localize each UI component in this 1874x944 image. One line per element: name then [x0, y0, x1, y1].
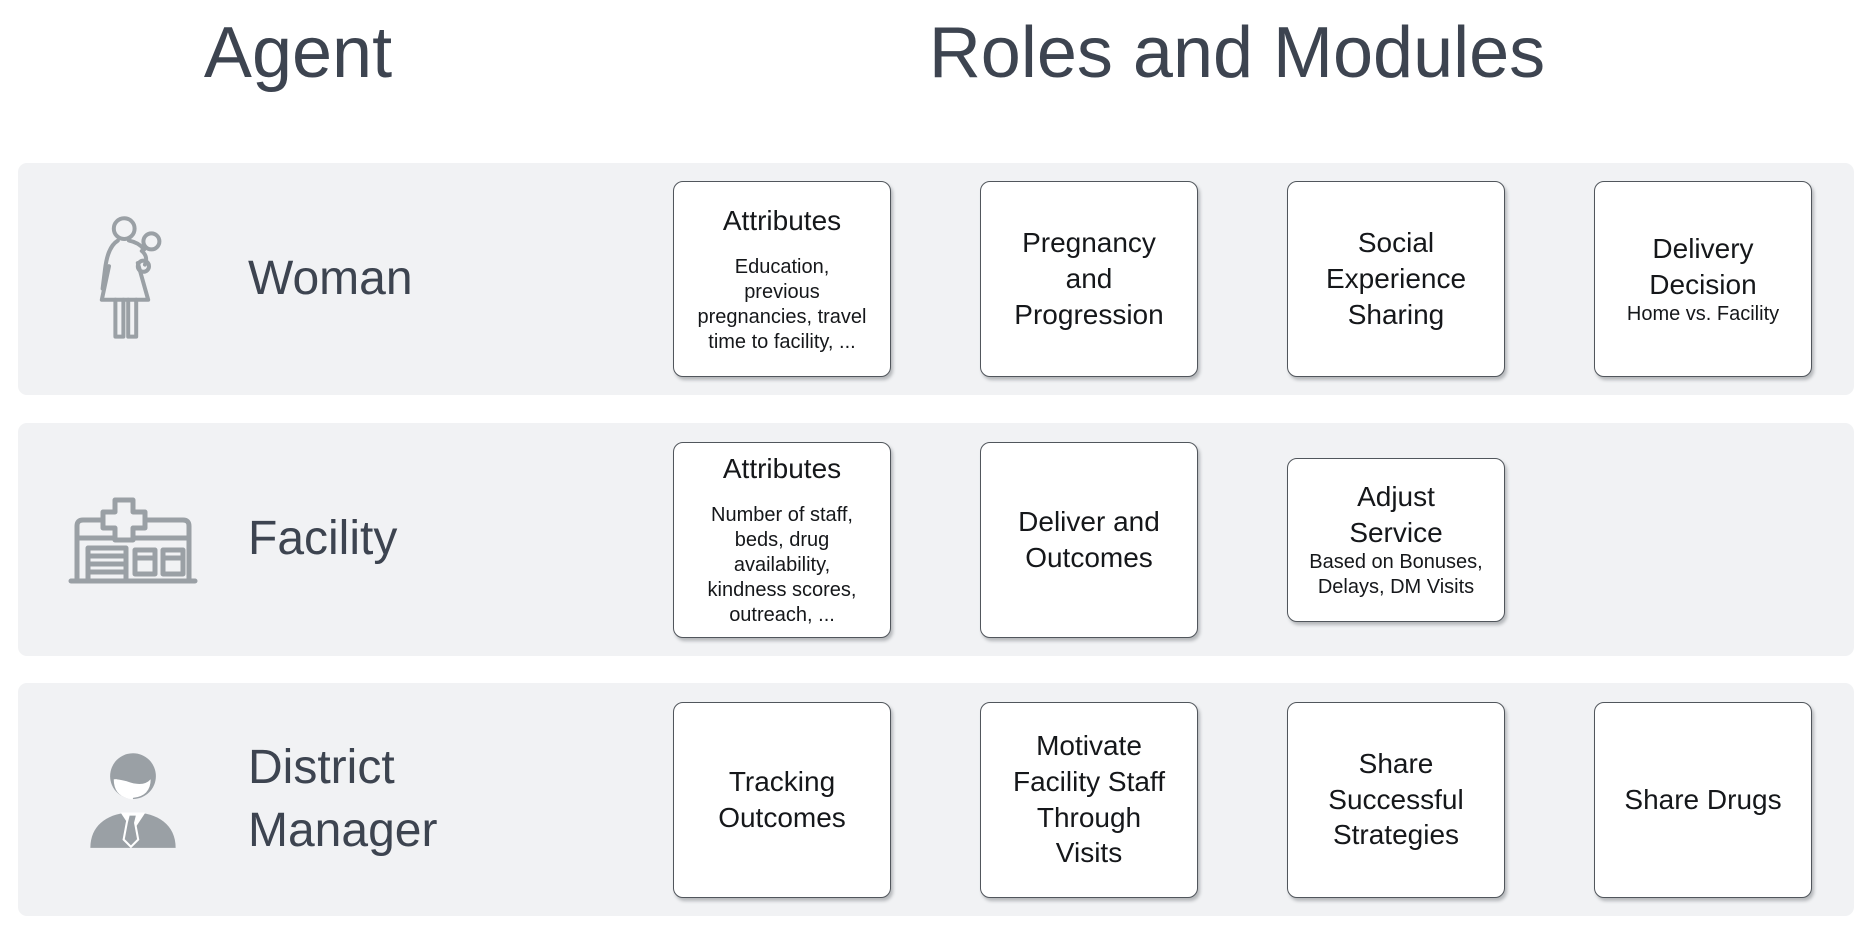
modules-woman: Attributes Education, previous pregnanci…: [673, 163, 1812, 395]
module-title: Tracking Outcomes: [718, 765, 846, 833]
module-body: Home vs. Facility: [1626, 303, 1780, 326]
column-header-roles-and-modules: Roles and Modules: [928, 13, 1546, 93]
agent-cell-woman: Woman: [18, 163, 578, 395]
modules-district-manager: Tracking Outcomes Motivate Facility Staf…: [673, 683, 1812, 916]
agent-cell-facility: Facility: [18, 423, 578, 656]
module-title: Attributes: [722, 453, 842, 485]
module-title: Pregnancy and Progression: [1014, 227, 1164, 330]
module-box-pregnancy-and-progression: Pregnancy and Progression: [980, 181, 1198, 377]
module-body: Based on Bonuses, Delays, DM Visits: [1309, 551, 1483, 599]
module-box-deliver-and-outcomes: Deliver and Outcomes: [980, 441, 1198, 638]
clinic-building-icon: [18, 494, 248, 586]
module-box-adjust-service: Adjust Service Based on Bonuses, Delays,…: [1287, 457, 1505, 622]
module-body: Number of staff, beds, drug availability…: [707, 503, 857, 626]
module-title: Attributes: [722, 205, 842, 237]
agent-label-facility: Facility: [248, 512, 398, 566]
column-header-agent: Agent: [203, 13, 393, 93]
module-box-motivate-facility-staff: Motivate Facility Staff Through Visits: [980, 701, 1198, 898]
module-box-social-experience-sharing: Social Experience Sharing: [1287, 181, 1505, 377]
row-facility: Facility Attributes Number of staff, bed…: [18, 423, 1854, 656]
module-title: Social Experience Sharing: [1325, 227, 1467, 330]
module-title: Share Successful Strategies: [1328, 747, 1464, 851]
module-box-share-successful-strategies: Share Successful Strategies: [1287, 701, 1505, 898]
modules-facility: Attributes Number of staff, beds, drug a…: [673, 423, 1812, 656]
module-box-woman-attributes: Attributes Education, previous pregnanci…: [673, 181, 891, 377]
row-woman: Woman Attributes Education, previous pre…: [18, 163, 1854, 395]
agent-label-district-manager: District Manager: [248, 741, 438, 857]
agent-label-woman: Woman: [248, 251, 413, 305]
row-district-manager: District Manager Tracking Outcomes Motiv…: [18, 683, 1854, 916]
module-title: Deliver and Outcomes: [1018, 505, 1160, 573]
module-box-delivery-decision: Delivery Decision Home vs. Facility: [1594, 181, 1812, 377]
woman-with-baby-icon: [18, 214, 248, 344]
agent-cell-district-manager: District Manager: [18, 683, 578, 916]
module-title: Motivate Facility Staff Through Visits: [1013, 729, 1165, 869]
module-title: Share Drugs: [1624, 783, 1782, 815]
module-box-share-drugs: Share Drugs: [1594, 701, 1812, 898]
module-box-facility-attributes: Attributes Number of staff, beds, drug a…: [673, 441, 891, 638]
module-title: Delivery Decision: [1649, 232, 1757, 300]
district-manager-icon: [18, 748, 248, 852]
module-title: Adjust Service: [1349, 480, 1443, 548]
module-body: Education, previous pregnancies, travel …: [697, 255, 867, 353]
module-box-tracking-outcomes: Tracking Outcomes: [673, 701, 891, 898]
